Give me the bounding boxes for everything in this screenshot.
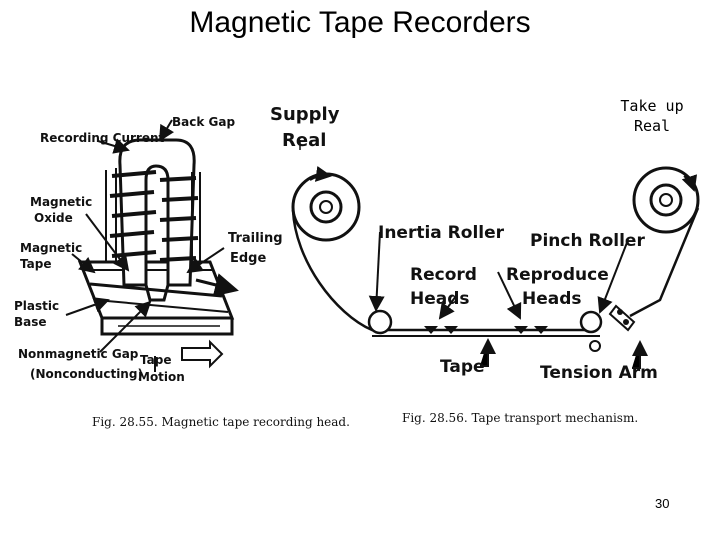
label-inertia-roller: Inertia Roller xyxy=(378,223,505,243)
label-nonmagnetic-gap-line-1: Nonmagnetic Gap xyxy=(18,347,139,361)
take-up-label-line-2: Real xyxy=(633,117,671,135)
tape-path xyxy=(291,207,700,337)
pinch-roller xyxy=(579,310,603,334)
label-pinch-roller: Pinch Roller xyxy=(530,231,645,251)
take-up-label-line-1: Take up xyxy=(620,97,684,115)
label-trailing-edge-line-2: Edge xyxy=(230,251,266,266)
supply-reel xyxy=(291,166,361,242)
tape-transport-figure: Supply Real Inertia Roller Pinch Roller … xyxy=(270,104,700,425)
take-up-reel-label: Take up Real xyxy=(612,96,692,136)
take-up-reel xyxy=(632,166,700,234)
head-leader-lines xyxy=(65,119,239,372)
recording-head-figure: Recording Current Back Gap Magnetic Oxid… xyxy=(14,115,350,429)
inertia-roller xyxy=(367,309,393,335)
label-reproduce-heads-line-2: Heads xyxy=(522,289,582,309)
transport-leader-lines xyxy=(299,140,648,369)
slide-title: Magnetic Tape Recorders xyxy=(189,6,531,39)
label-tape-motion-line-1: Tape xyxy=(140,353,171,367)
label-tape-motion-line-2: Motion xyxy=(138,370,185,384)
tape-strip xyxy=(77,260,235,336)
caption-tape-transport: Fig. 28.56. Tape transport mechanism. xyxy=(402,411,638,425)
label-tension-arm: Tension Arm xyxy=(540,363,658,383)
label-record-heads-line-1: Record xyxy=(410,265,477,285)
label-back-gap: Back Gap xyxy=(172,115,235,129)
caption-recording-head: Fig. 28.55. Magnetic tape recording head… xyxy=(92,415,350,429)
label-tape: Tape xyxy=(440,357,485,377)
label-plastic-base-line-1: Plastic xyxy=(14,299,59,313)
label-reproduce-heads-line-1: Reproduce xyxy=(506,265,609,285)
label-supply-reel-line-1: Supply xyxy=(270,104,340,125)
record-heads xyxy=(424,326,458,334)
label-magnetic-oxide-line-1: Magnetic xyxy=(30,195,92,209)
page-number: 30 xyxy=(655,496,670,511)
label-magnetic-tape-line-2: Tape xyxy=(20,257,51,271)
label-record-heads-line-2: Heads xyxy=(410,289,470,309)
label-trailing-edge-line-1: Trailing xyxy=(228,231,283,246)
label-supply-reel-line-2: Real xyxy=(282,130,326,151)
reproduce-heads xyxy=(514,326,548,334)
label-nonmagnetic-gap-line-2: (Nonconducting) xyxy=(30,367,143,381)
label-plastic-base-line-2: Base xyxy=(14,315,47,329)
label-magnetic-oxide-line-2: Oxide xyxy=(34,211,73,225)
label-magnetic-tape-line-1: Magnetic xyxy=(20,241,82,255)
head-core-coil xyxy=(105,138,201,302)
label-recording-current: Recording Current xyxy=(40,131,165,145)
